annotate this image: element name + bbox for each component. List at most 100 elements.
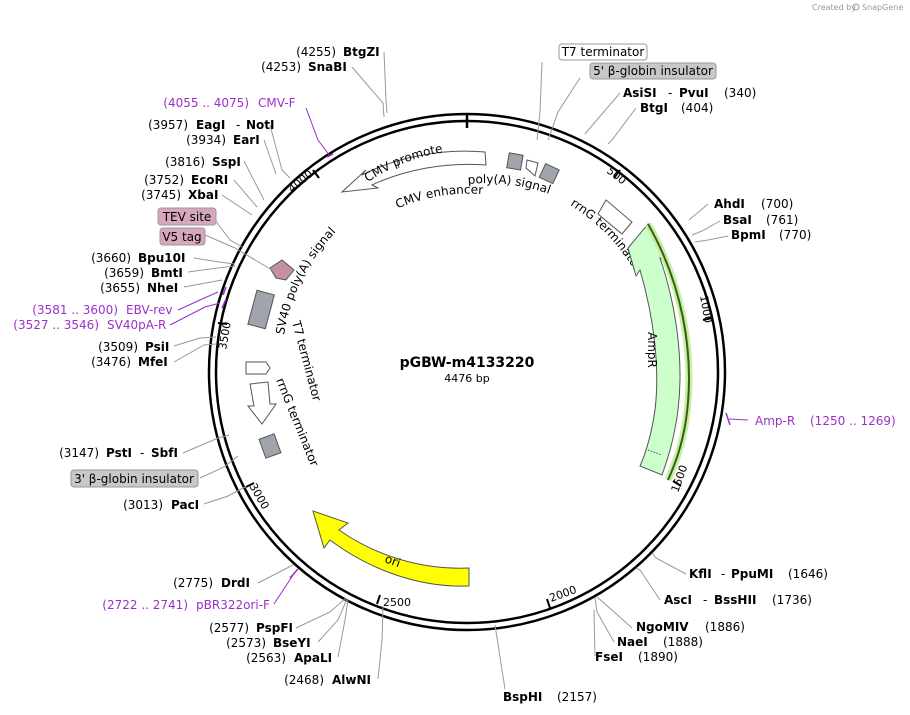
site-bseyi[interactable]: (2573) BseYI [226, 636, 311, 650]
site-ahdi[interactable]: AhdI (700) [714, 197, 793, 211]
tev-v5-box[interactable] [269, 259, 295, 281]
svg-text:BssHII: BssHII [714, 593, 756, 607]
site-xbai[interactable]: (3745) XbaI [141, 188, 218, 202]
site-psii[interactable]: (3509) PsiI [98, 340, 169, 354]
site-fsei[interactable]: FseI (1890) [595, 650, 678, 664]
svg-text:(1736): (1736) [772, 593, 812, 607]
site-eagi-noti[interactable]: (3957) EagI - NotI [148, 118, 274, 132]
site-pspfi[interactable]: (2577) PspFI [209, 621, 293, 635]
site-nhei[interactable]: (3655) NheI [100, 281, 178, 295]
ori-feature-arrow[interactable] [312, 510, 470, 587]
polya-arrow[interactable] [525, 159, 539, 177]
cmv-feature-arrow[interactable] [340, 150, 487, 193]
svg-text:(3509): (3509) [98, 340, 138, 354]
svg-text:(3957): (3957) [148, 118, 188, 132]
site-bpu10i[interactable]: (3660) Bpu10I [91, 251, 185, 265]
svg-text:AhdI: AhdI [714, 197, 745, 211]
svg-text:AscI: AscI [664, 593, 692, 607]
primer-ampr[interactable]: Amp-R (1250 .. 1269) [755, 414, 896, 428]
site-bpmi[interactable]: BpmI (770) [731, 228, 811, 242]
site-naei[interactable]: NaeI (1888) [617, 635, 703, 649]
svg-text:(770): (770) [779, 228, 811, 242]
site-ecori[interactable]: (3752) EcoRI [144, 173, 228, 187]
svg-text:(2722 .. 2741): (2722 .. 2741) [102, 598, 188, 612]
credit-brand: SnapGene [862, 3, 903, 12]
rrng-terminator-arrow[interactable] [597, 199, 633, 235]
ampr-feature-arrow[interactable] [627, 223, 681, 476]
beta-globin-5-box[interactable] [538, 163, 560, 185]
svg-text:-: - [703, 593, 707, 607]
site-paci[interactable]: (3013) PacI [123, 498, 199, 512]
svg-text:(3655): (3655) [100, 281, 140, 295]
site-alwni[interactable]: (2468) AlwNI [284, 673, 371, 687]
svg-text:(3752): (3752) [144, 173, 184, 187]
polya-box[interactable] [506, 152, 524, 171]
ampr-dotted [647, 449, 663, 456]
svg-text:5' β-globin insulator: 5' β-globin insulator [593, 64, 713, 78]
svg-text:(2577): (2577) [209, 621, 249, 635]
svg-text:(3147): (3147) [59, 446, 99, 460]
primer-pbr322[interactable]: (2722 .. 2741) pBR322ori-F [102, 598, 270, 612]
svg-text:SnaBI: SnaBI [308, 60, 347, 74]
svg-text:AlwNI: AlwNI [332, 673, 371, 687]
svg-text:-: - [140, 446, 144, 460]
svg-text:PpuMI: PpuMI [731, 567, 773, 581]
primer-sv40par[interactable]: (3527 .. 3546) SV40pA-R [13, 318, 166, 332]
svg-text:(761): (761) [766, 213, 798, 227]
site-snabi[interactable]: (4253) SnaBI [261, 60, 347, 74]
svg-text:V5 tag: V5 tag [162, 230, 201, 244]
tick-2500: 2500 [383, 596, 411, 609]
svg-text:BpmI: BpmI [731, 228, 766, 242]
site-psti-sbfi[interactable]: (3147) PstI - SbfI [59, 446, 178, 460]
sv40-polya-box[interactable] [247, 289, 275, 330]
primer-ebvrev[interactable]: (3581 .. 3600) EBV-rev [32, 303, 172, 317]
site-eari[interactable]: (3934) EarI [186, 133, 260, 147]
primer-leaders [169, 107, 749, 605]
site-asci-bsshii[interactable]: AscI - BssHII (1736) [664, 593, 812, 607]
boxed-t7[interactable]: T7 terminator [558, 43, 648, 61]
svg-text:(3660): (3660) [91, 251, 131, 265]
svg-text:(3816): (3816) [165, 155, 205, 169]
site-btgi[interactable]: BtgI (404) [640, 101, 713, 115]
svg-text:(3934): (3934) [186, 133, 226, 147]
site-bsai[interactable]: BsaI (761) [723, 213, 798, 227]
credit-prefix: Created by [812, 3, 856, 12]
site-apali[interactable]: (2563) ApaLI [246, 651, 332, 665]
svg-text:BmtI: BmtI [151, 266, 183, 280]
boxed-beta3[interactable]: 3' β-globin insulator [70, 469, 199, 488]
svg-text:MfeI: MfeI [138, 355, 168, 369]
tick-1000: 1000 [697, 294, 715, 324]
svg-text:FseI: FseI [595, 650, 623, 664]
t7-left-label: T7 terminator [289, 318, 324, 402]
boxed-beta5[interactable]: 5' β-globin insulator [589, 62, 717, 80]
svg-text:NaeI: NaeI [617, 635, 648, 649]
site-ngomiv[interactable]: NgoMIV (1886) [636, 620, 745, 634]
svg-text:-: - [721, 567, 725, 581]
site-sspi[interactable]: (3816) SspI [165, 155, 241, 169]
rrng-left-arrow[interactable] [246, 381, 277, 425]
site-kfli-ppumi[interactable]: KflI - PpuMI (1646) [689, 567, 828, 581]
boxed-tev[interactable]: TEV site [157, 207, 217, 226]
svg-text:EBV-rev: EBV-rev [126, 303, 172, 317]
plasmid-backbone [207, 112, 727, 632]
site-asisi-pvui[interactable]: AsiSI - PvuI (340) [623, 86, 756, 100]
primer-cmvf[interactable]: (4055 .. 4075) CMV-F [163, 96, 295, 110]
site-bsphi[interactable]: BspHI (2157) [503, 690, 597, 704]
scale-ticks [217, 169, 713, 609]
svg-text:(1890): (1890) [638, 650, 678, 664]
cmv-enhancer-label: CMV enhancer [393, 183, 483, 212]
beta-globin-3-box[interactable] [258, 433, 282, 459]
svg-text:(1250 .. 1269): (1250 .. 1269) [810, 414, 896, 428]
snapgene-logo-icon [852, 3, 860, 11]
plasmid-name: pGBW-m4133220 [400, 355, 535, 371]
svg-text:PvuI: PvuI [679, 86, 709, 100]
svg-text:-: - [236, 118, 240, 132]
boxed-v5[interactable]: V5 tag [159, 227, 206, 246]
svg-text:(4255): (4255) [296, 45, 336, 59]
site-drdi[interactable]: (2775) DrdI [173, 576, 250, 590]
t7-terminator-arrow[interactable] [245, 361, 271, 375]
svg-text:T7 terminator: T7 terminator [561, 45, 645, 59]
site-btgzi[interactable]: (4255) BtgZI [296, 45, 380, 59]
site-mfei[interactable]: (3476) MfeI [91, 355, 168, 369]
site-bmti[interactable]: (3659) BmtI [104, 266, 183, 280]
